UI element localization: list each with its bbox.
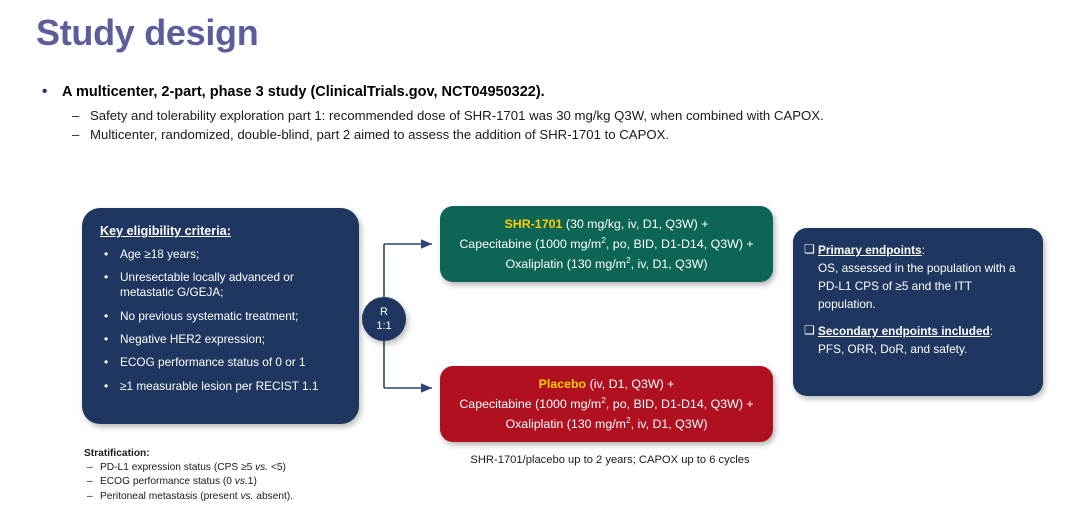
bullet-dot-icon: • [104,247,109,261]
bullet-primary-text: A multicenter, 2-part, phase 3 study (Cl… [62,84,545,100]
arm-line-2: Capecitabine (1000 mg/m2, po, BID, D1-D1… [448,234,765,254]
arm-line-2-sup: 2 [601,394,606,405]
endpoint-primary: ❑ Primary endpoints: OS, assessed in the … [803,242,1031,314]
endpoint-secondary-body: PFS, ORR, DoR, and safety. [818,341,968,356]
list-item-label: Unresectable locally advanced or metasta… [120,270,294,300]
list-item: • Unresectable locally advanced or metas… [100,270,345,300]
treatment-duration-caption: SHR-1701/placebo up to 2 years; CAPOX up… [470,454,750,466]
arm-line-3-post: , iv, D1, Q3W) [630,256,708,271]
dash-marker-icon: – [87,490,93,502]
list-item: • ≥1 measurable lesion per RECIST 1.1 [100,379,345,394]
checkbox-icon: ❑ [804,242,815,256]
endpoint-primary-colon: : [921,243,925,257]
arm-line-3-pre: Oxaliplatin (130 mg/m [505,256,626,271]
strat-post: <5) [268,462,286,473]
strat-pre: ECOG performance status (0 [100,476,235,488]
list-item-label: No previous systematic treatment; [120,308,299,323]
arm-drug-dose: (iv, D1, Q3W) + [586,377,675,391]
arm-line-2-sup: 2 [601,234,606,245]
bullet-sub-2-text: Multicenter, randomized, double-blind, p… [90,126,670,142]
strat-pre: PD-L1 expression status (CPS ≥5 [100,462,256,473]
bullet-dot-icon: • [42,83,48,100]
list-item: • Age ≥18 years; [100,247,345,262]
randomization-label: R [380,305,388,318]
endpoint-secondary-heading: Secondary endpoints included [818,323,990,338]
bullet-sub-1: – Safety and tolerability exploration pa… [72,108,1052,123]
dash-marker-icon: – [72,107,80,123]
arm-line-3-post: , iv, D1, Q3W) [630,416,708,431]
list-item: • ECOG performance status of 0 or 1 [100,355,345,370]
dash-marker-icon: – [87,462,93,473]
list-item: • No previous systematic treatment; [100,309,345,324]
dash-marker-icon: – [87,476,93,488]
stratification-row: – Peritoneal metastasis (present vs. abs… [84,490,424,504]
stratification-row-text: ECOG performance status (0 vs.1) [100,475,257,489]
endpoint-secondary-text: Secondary endpoints included: PFS, ORR, D… [818,323,993,359]
study-description-bullets: • A multicenter, 2-part, phase 3 study (… [42,83,1052,146]
list-item-label: Age ≥18 years; [120,247,200,261]
control-arm-box: Placebo (iv, D1, Q3W) + Capecitabine (10… [440,366,773,442]
bullet-dot-icon: • [104,308,109,323]
endpoint-secondary: ❑ Secondary endpoints included: PFS, ORR,… [803,323,1031,359]
arm-drug-name: SHR-1701 [504,217,563,231]
randomization-node: R 1:1 [362,297,406,341]
arm-line-2-post: , po, BID, D1-D14, Q3W) + [605,396,754,411]
stratification-row-text: Peritoneal metastasis (present vs. absen… [100,490,293,504]
stratification-row: – ECOG performance status (0 vs.1) [84,475,424,489]
arm-line-3: Oxaliplatin (130 mg/m2, iv, D1, Q3W) [448,254,765,274]
list-item: • Negative HER2 expression; [100,332,345,347]
bullet-primary: • A multicenter, 2-part, phase 3 study (… [42,83,1052,101]
list-item-label: ECOG performance status of 0 or 1 [120,355,306,370]
stratification-footnote: Stratification: – PD-L1 expression statu… [84,448,424,504]
strat-pre: Peritoneal metastasis (present [100,490,241,502]
bullet-dot-icon: • [104,270,109,285]
experimental-arm-box: SHR-1701 (30 mg/kg, iv, D1, Q3W) + Capec… [440,206,773,282]
arm-line-2: Capecitabine (1000 mg/m2, po, BID, D1-D1… [448,394,765,414]
endpoint-secondary-colon: : [989,323,994,338]
endpoints-panel: ❑ Primary endpoints: OS, assessed in the … [793,228,1043,396]
page-title: Study design [36,12,259,53]
arm-line-3: Oxaliplatin (130 mg/m2, iv, D1, Q3W) [448,414,765,434]
bullet-dot-icon: • [104,331,109,346]
arm-line-2-post: , po, BID, D1-D14, Q3W) + [605,236,754,251]
randomization-ratio: 1:1 [376,320,392,332]
list-item-label: ≥1 measurable lesion per RECIST 1.1 [120,378,319,393]
strat-post: 1) [247,476,257,488]
arm-drug-dose: (30 mg/kg, iv, D1, Q3W) + [562,217,709,231]
endpoint-primary-heading: Primary endpoints [818,243,922,257]
endpoint-primary-text: Primary endpoints: OS, assessed in the po… [818,242,1031,314]
arm-line-3-sup: 2 [625,254,631,265]
bullet-dot-icon: • [104,355,109,370]
endpoint-primary-body: OS, assessed in the population with a PD… [818,260,1016,311]
stratification-title: Stratification: [84,448,150,459]
checkbox-icon: ❑ [804,322,815,337]
arm-line-1: SHR-1701 (30 mg/kg, iv, D1, Q3W) + [448,215,765,234]
arm-drug-name: Placebo [538,377,587,391]
stratification-row-text: PD-L1 expression status (CPS ≥5 vs. <5) [100,461,286,475]
strat-em: vs. [234,476,248,488]
strat-post: absent). [253,490,294,502]
arm-line-2-pre: Capecitabine (1000 mg/m [459,396,602,411]
eligibility-criteria-panel: Key eligibility criteria: • Age ≥18 year… [82,208,359,424]
list-item-label: Negative HER2 expression; [120,331,265,346]
arm-line-3-sup: 2 [625,414,631,425]
arm-line-3-pre: Oxaliplatin (130 mg/m [505,416,626,431]
eligibility-heading: Key eligibility criteria: [100,224,231,238]
study-design-diagram: Key eligibility criteria: • Age ≥18 year… [0,186,1080,519]
arm-line-1: Placebo (iv, D1, Q3W) + [448,375,765,394]
dash-marker-icon: – [72,126,80,142]
strat-em: vs. [255,462,269,473]
stratification-row: – PD-L1 expression status (CPS ≥5 vs. <5… [84,461,424,475]
arm-line-2-pre: Capecitabine (1000 mg/m [459,236,602,251]
bullet-sub-2: – Multicenter, randomized, double-blind,… [72,127,1052,142]
bullet-dot-icon: • [104,378,109,393]
eligibility-list: • Age ≥18 years; • Unresectable locally … [100,247,345,394]
bullet-sub-1-text: Safety and tolerability exploration part… [90,107,824,123]
strat-em: vs. [240,490,254,502]
